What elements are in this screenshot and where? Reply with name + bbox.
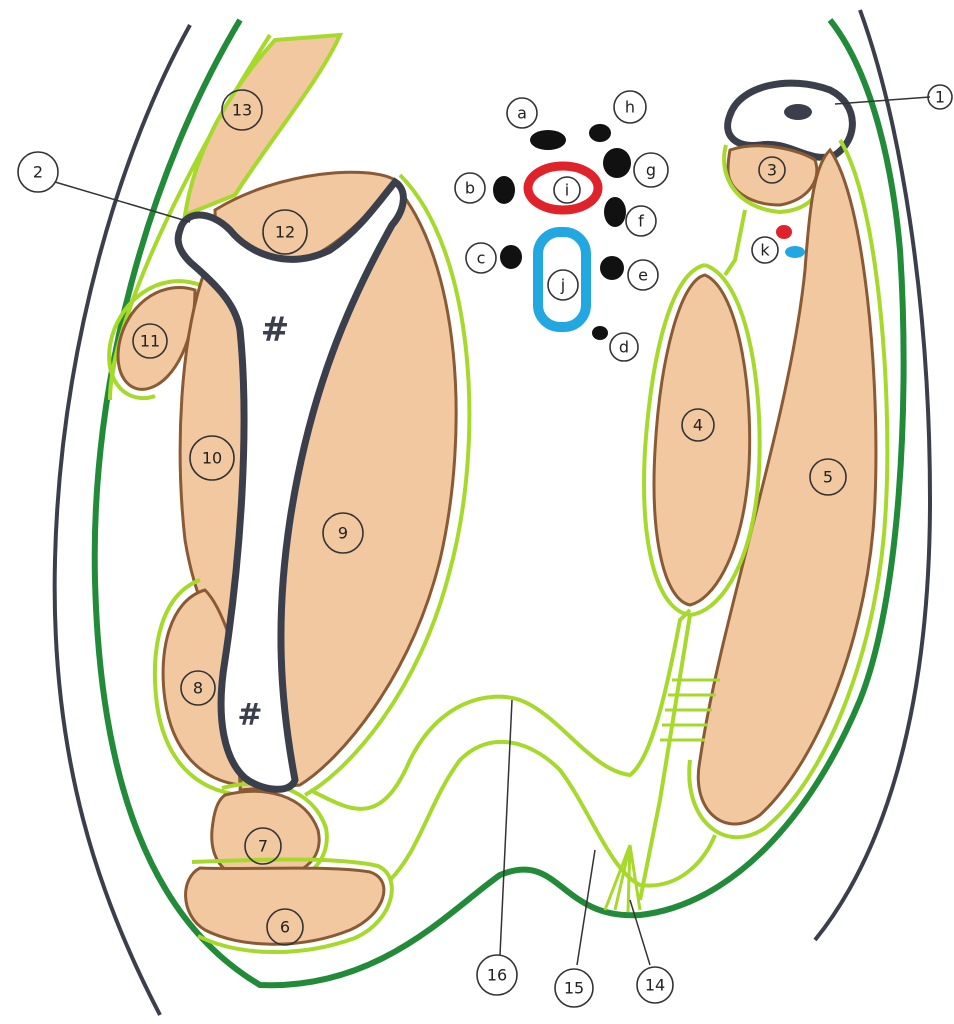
nerve-h	[589, 124, 611, 142]
svg-text:5: 5	[823, 468, 833, 487]
label-1: 1	[928, 85, 952, 109]
septum-upper-link	[725, 210, 745, 275]
label-h: h	[614, 91, 646, 123]
svg-text:7: 7	[258, 837, 268, 856]
svg-text:12: 12	[275, 223, 295, 242]
nerve-c	[500, 245, 522, 269]
vessel-k-red	[776, 225, 792, 239]
septum-14	[640, 615, 690, 900]
svg-text:b: b	[465, 179, 475, 198]
svg-text:3: 3	[767, 161, 777, 180]
outer-skin-left	[55, 25, 190, 1015]
svg-text:13: 13	[232, 101, 252, 120]
label-j: j	[548, 270, 578, 300]
label-15: 15	[555, 969, 593, 1007]
label-g: g	[634, 153, 668, 187]
bone-mark-distal: #	[237, 698, 262, 733]
svg-text:11: 11	[140, 332, 160, 351]
label-a: a	[507, 98, 537, 128]
svg-text:j: j	[560, 276, 565, 295]
svg-text:a: a	[517, 104, 527, 123]
svg-text:2: 2	[33, 163, 43, 182]
leader-16	[500, 700, 512, 955]
label-b: b	[455, 173, 485, 203]
label-d: d	[610, 333, 638, 361]
nerve-g	[603, 148, 631, 178]
svg-text:9: 9	[338, 524, 348, 543]
label-i: i	[554, 177, 580, 203]
svg-text:c: c	[477, 249, 486, 268]
svg-text:e: e	[638, 266, 648, 285]
svg-text:k: k	[760, 241, 770, 260]
label-16: 16	[477, 955, 517, 995]
label-f: f	[626, 206, 656, 236]
svg-text:10: 10	[202, 449, 222, 468]
svg-text:1: 1	[935, 88, 945, 107]
svg-text:16: 16	[487, 966, 507, 985]
leader-2	[55, 182, 190, 222]
nerve-d	[592, 326, 608, 340]
svg-text:g: g	[646, 161, 656, 180]
artery-i	[528, 166, 598, 210]
svg-text:6: 6	[280, 918, 290, 937]
label-k: k	[752, 237, 778, 263]
bone-mark-proximal: #	[261, 310, 290, 350]
svg-text:8: 8	[193, 679, 203, 698]
label-c: c	[466, 243, 496, 273]
svg-text:14: 14	[645, 976, 665, 995]
svg-text:4: 4	[693, 416, 703, 435]
svg-text:h: h	[625, 98, 635, 117]
label-e: e	[628, 260, 658, 290]
svg-text:f: f	[638, 212, 644, 231]
nerve-f	[604, 197, 626, 227]
svg-text:15: 15	[564, 979, 584, 998]
label-2: 2	[18, 152, 58, 192]
nerve-b	[493, 176, 515, 204]
nerve-a	[530, 130, 566, 150]
vessel-k-blue	[785, 246, 805, 258]
leader-1	[835, 97, 930, 104]
svg-text:i: i	[565, 181, 569, 200]
structure-1-core	[784, 104, 812, 120]
label-14: 14	[637, 967, 673, 1003]
svg-text:d: d	[619, 338, 629, 357]
nerve-e	[600, 256, 624, 280]
